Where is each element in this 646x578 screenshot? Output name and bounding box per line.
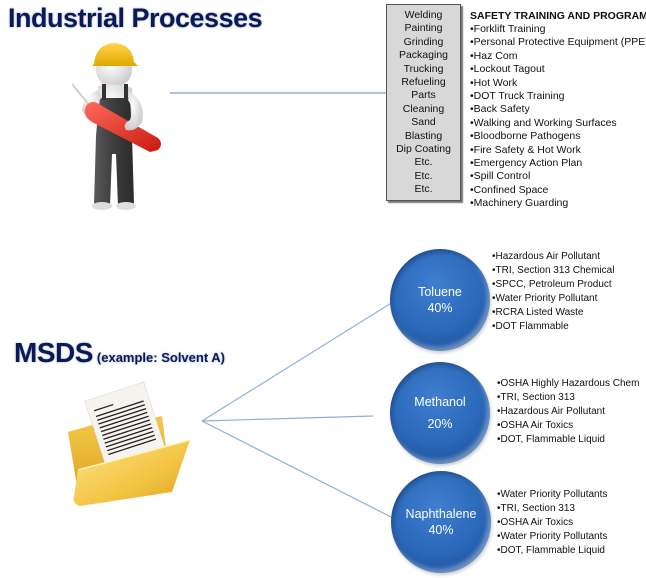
property-item: •RCRA Listed Waste [492, 307, 584, 318]
property-item: •OSHA Highly Hazardous Chem [497, 378, 640, 389]
process-item: Cleaning [402, 102, 445, 115]
safety-item: •DOT Truck Training [470, 90, 565, 103]
property-item: •TRI, Section 313 [497, 503, 575, 514]
process-item: Parts [411, 89, 436, 102]
process-item: Dip Coating [396, 143, 451, 156]
safety-item: •Haz Com [470, 49, 518, 62]
process-item: Packaging [398, 49, 449, 62]
safety-training-list: SAFETY TRAINING AND PROGRAMS •Forklift T… [470, 10, 646, 211]
safety-item: •Emergency Action Plan [470, 157, 583, 170]
safety-item: •Back Safety [470, 103, 530, 116]
process-item: Sand [411, 116, 436, 129]
msds-subtitle: (example: Solvent A) [96, 350, 226, 365]
safety-item: •Walking and Working Surfaces [470, 116, 617, 129]
safety-item: •Hot Work [470, 76, 518, 89]
safety-heading: SAFETY TRAINING AND PROGRAMS [470, 10, 646, 22]
methanol-properties: •OSHA Highly Hazardous Chem •TRI, Sectio… [497, 377, 639, 447]
property-item: •SPCC, Petroleum Product [492, 279, 612, 290]
safety-item: •Bloodborne Pathogens [470, 130, 581, 143]
process-item: Etc. [414, 169, 433, 182]
safety-item: •Personal Protective Equipment (PPE) [470, 36, 646, 49]
component-percent: 20% [427, 417, 453, 431]
component-name: Naphthalene [405, 507, 477, 521]
msds-title-main: MSDS [14, 337, 93, 368]
process-item: Etc. [414, 183, 433, 196]
msds-title: MSDS(example: Solvent A) [14, 337, 225, 369]
folder-with-document-icon [62, 380, 202, 510]
component-circle-toluene: Toluene 40% [390, 249, 490, 351]
component-name: Toluene [418, 285, 462, 299]
safety-item: •Machinery Guarding [470, 197, 569, 210]
process-item: Grinding [403, 35, 444, 48]
safety-item: •Spill Control [470, 170, 531, 183]
connector-msds-to-toluene [201, 301, 394, 422]
safety-item: •Forklift Training [470, 23, 546, 35]
process-item: Refueling [401, 76, 446, 89]
process-item: Painting [404, 22, 443, 35]
process-item: Trucking [403, 62, 444, 75]
connector-msds-to-methanol [201, 415, 374, 422]
connector-msds-to-naphthalene [201, 420, 394, 519]
property-item: •OSHA Air Toxics [497, 420, 574, 431]
process-list-box: Welding Painting Grinding Packaging Truc… [386, 4, 461, 201]
safety-item: •Lockout Tagout [470, 63, 545, 76]
component-circle-naphthalene: Naphthalene 40% [391, 471, 491, 573]
process-item: Blasting [404, 129, 443, 142]
toluene-properties: •Hazardous Air Pollutant •TRI, Section 3… [492, 250, 614, 334]
component-name: Methanol [414, 395, 466, 409]
process-item: Etc. [414, 156, 433, 169]
component-percent: 40% [428, 523, 454, 537]
worker-with-screwdriver-icon [71, 36, 182, 211]
component-percent: 40% [427, 301, 453, 315]
property-item: •TRI, Section 313 [497, 392, 575, 403]
component-circle-methanol: Methanol 20% [390, 362, 490, 464]
page-title: Industrial Processes [8, 3, 263, 33]
property-item: •Hazardous Air Pollutant [492, 251, 601, 262]
property-item: •Water Priority Pollutants [497, 489, 608, 500]
safety-item: •Fire Safety & Hot Work [470, 143, 581, 156]
property-item: •DOT, Flammable Liquid [497, 545, 605, 556]
property-item: •Hazardous Air Pollutant [497, 406, 606, 417]
property-item: •Water Priority Pollutant [492, 293, 598, 304]
safety-item: •Confined Space [470, 183, 549, 196]
property-item: •DOT, Flammable Liquid [497, 434, 605, 445]
naphthalene-properties: •Water Priority Pollutants •TRI, Section… [497, 488, 607, 558]
property-item: •DOT Flammable [492, 321, 569, 332]
property-item: •Water Priority Pollutants [497, 531, 608, 542]
process-item: Welding [404, 9, 443, 21]
property-item: •TRI, Section 313 Chemical [492, 265, 615, 276]
property-item: •OSHA Air Toxics [497, 517, 574, 528]
